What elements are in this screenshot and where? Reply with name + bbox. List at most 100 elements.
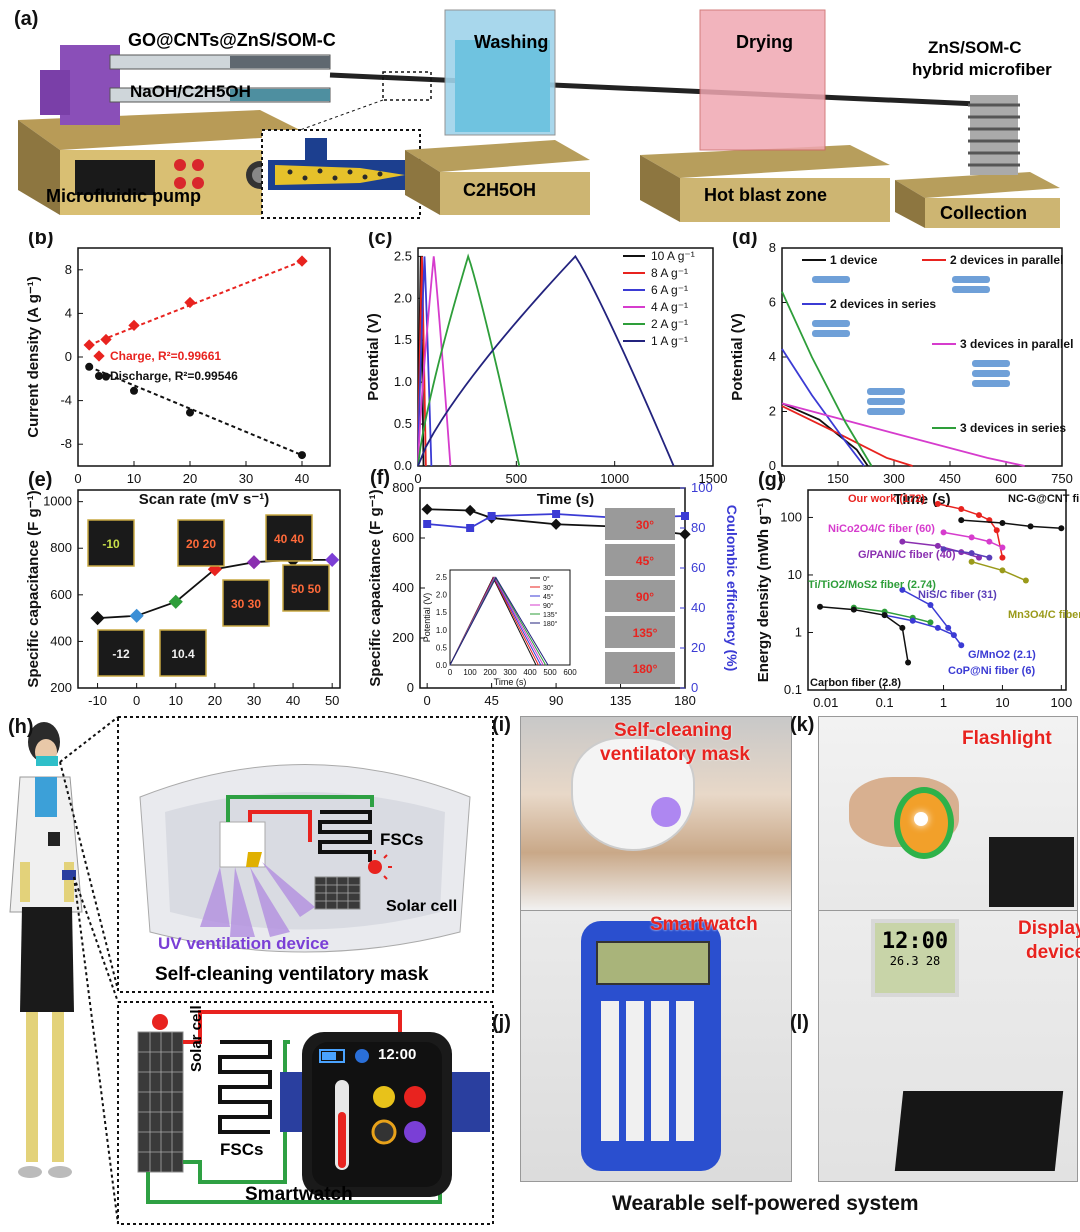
temperature-display-e bbox=[177, 519, 225, 567]
display-readout: 26.3 28 bbox=[889, 954, 941, 968]
y-tick-label-e: 800 bbox=[50, 540, 72, 555]
data-point-e bbox=[325, 552, 340, 567]
inset-y-label-f: Potential (V) bbox=[422, 593, 432, 643]
photo-l-text-2: device bbox=[1026, 942, 1080, 963]
device-glyph-d bbox=[867, 408, 905, 415]
data-point-b bbox=[100, 333, 112, 346]
inset-legend-label-f: 90° bbox=[543, 602, 554, 610]
data-point-g bbox=[975, 554, 982, 561]
series-line-g bbox=[971, 560, 1027, 582]
y-tick-label-c: 0.0 bbox=[394, 458, 412, 473]
legend-label-d: 2 devices in parallel bbox=[950, 253, 1063, 267]
data-point-g bbox=[958, 642, 965, 649]
data-point-g bbox=[968, 550, 975, 557]
flashlight-lamp bbox=[914, 812, 928, 826]
data-point-f bbox=[552, 510, 561, 518]
x-tick-label-f: 180 bbox=[674, 693, 696, 708]
x-tick-label-e: 50 bbox=[325, 693, 339, 708]
panel-label-g: (g) bbox=[758, 469, 784, 491]
device-glyph-d bbox=[812, 330, 850, 337]
y-tick-label-d: 6 bbox=[769, 295, 776, 310]
bending-angle-label-f: 135° bbox=[633, 626, 658, 640]
y-tick-label-b: 0 bbox=[65, 349, 72, 364]
device-glyph-d bbox=[812, 276, 850, 283]
display-clock: 12:00 bbox=[881, 929, 949, 954]
device-glyph-d bbox=[972, 360, 1010, 367]
bending-photo-f bbox=[605, 652, 675, 684]
data-point-b bbox=[130, 386, 138, 395]
y-tick-label-b: -4 bbox=[60, 393, 72, 408]
data-point-g bbox=[999, 544, 1006, 551]
series-line-c bbox=[417, 256, 452, 467]
y-tick-label-f: 600 bbox=[392, 530, 414, 545]
y-tick-label-e: 1000 bbox=[43, 494, 72, 509]
x-tick-label-b: 30 bbox=[239, 471, 253, 486]
y-tick-label-d: 2 bbox=[769, 404, 776, 419]
charts-svg: (b)Scan rate (mV s⁻¹)Current density (A … bbox=[25, 232, 1080, 710]
data-point-g bbox=[999, 554, 1006, 561]
legend-label-b: Charge, R²=0.99661 bbox=[110, 349, 221, 363]
y-tick-label-b: 4 bbox=[65, 305, 72, 320]
inset-x-tick-f: 0 bbox=[448, 668, 453, 677]
data-point-g bbox=[927, 602, 934, 609]
series-line-d bbox=[781, 402, 869, 467]
photo-k-text: Flashlight bbox=[962, 728, 1052, 749]
x-tick-label-c: 0 bbox=[414, 471, 421, 486]
data-point-f bbox=[421, 503, 433, 515]
y-axis-label-e: Specific capacitance (F g⁻¹) bbox=[25, 490, 42, 687]
data-point-f bbox=[466, 524, 475, 532]
x-tick-label-e: 0 bbox=[133, 693, 140, 708]
data-point-b bbox=[128, 319, 140, 332]
x-tick-label-f: 45 bbox=[484, 693, 498, 708]
y-tick-label-f: 800 bbox=[392, 480, 414, 495]
inset-x-tick-f: 600 bbox=[563, 668, 577, 677]
data-point-b bbox=[184, 296, 196, 309]
data-point-g bbox=[899, 624, 906, 631]
data-point-g bbox=[999, 520, 1006, 527]
mask-shape bbox=[571, 737, 695, 851]
x-tick-label-c: 1000 bbox=[600, 471, 629, 486]
data-point-f bbox=[423, 520, 432, 528]
y-tick-label-c: 2.0 bbox=[394, 290, 412, 305]
device-glyph-d bbox=[952, 286, 990, 293]
legend-label-b: Discharge, R²=0.99546 bbox=[110, 369, 238, 383]
fscs-top-label: FSCs bbox=[380, 830, 424, 849]
legend-label-d: 2 devices in series bbox=[830, 297, 936, 311]
temperature-display-text-e: 40 40 bbox=[274, 532, 304, 546]
y2-tick-label-f: 100 bbox=[691, 480, 713, 495]
feed-bottom-label: NaOH/C2H5OH bbox=[130, 82, 251, 101]
x-tick-label-d: 0 bbox=[778, 471, 785, 486]
data-point-e bbox=[168, 594, 183, 609]
data-point-g bbox=[909, 617, 916, 624]
x-tick-label-d: 300 bbox=[883, 471, 905, 486]
data-point-g bbox=[899, 586, 906, 593]
data-point-f bbox=[679, 528, 691, 540]
panel-label-e: (e) bbox=[28, 469, 52, 491]
uv-glow bbox=[651, 797, 681, 827]
data-point-b bbox=[298, 451, 306, 460]
wearable-schematic bbox=[9, 716, 494, 1225]
drying-label: Drying bbox=[736, 32, 794, 52]
legend-label-d: 3 devices in series bbox=[960, 421, 1066, 435]
legend-label-d: 1 device bbox=[830, 253, 878, 267]
y-tick-label-c: 2.5 bbox=[394, 248, 412, 263]
legend-marker-b bbox=[93, 350, 105, 362]
inset-legend-label-f: 180° bbox=[543, 620, 558, 628]
bath-label: C2H5OH bbox=[463, 180, 537, 200]
y-tick-label-f: 0 bbox=[407, 680, 414, 695]
y-tick-label-e: 600 bbox=[50, 587, 72, 602]
data-point-b bbox=[186, 408, 194, 417]
data-point-g bbox=[899, 538, 906, 545]
data-point-g bbox=[993, 527, 1000, 534]
series-line-g bbox=[853, 606, 931, 624]
y-tick-label-d: 4 bbox=[769, 349, 776, 364]
data-point-g bbox=[927, 619, 934, 626]
y-tick-label-g: 100 bbox=[780, 509, 802, 524]
x-axis-label-c: Time (s) bbox=[537, 491, 594, 508]
series-line-c bbox=[417, 253, 521, 467]
y-tick-label-b: -8 bbox=[60, 436, 72, 451]
temperature-display-e bbox=[265, 514, 313, 562]
watch-keypad bbox=[601, 1001, 701, 1141]
inset-x-tick-f: 500 bbox=[543, 668, 557, 677]
data-point-g bbox=[968, 558, 975, 565]
